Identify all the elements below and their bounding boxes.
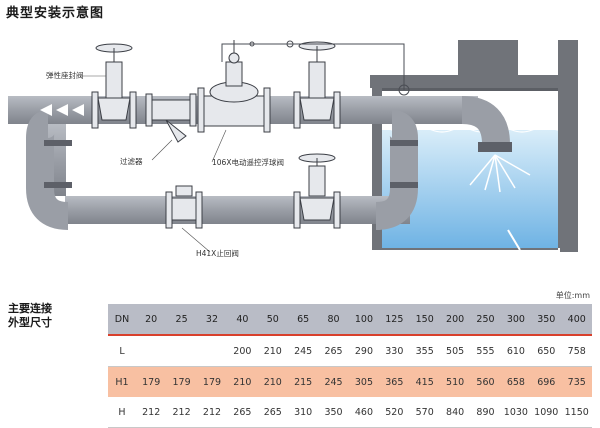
row-label: L xyxy=(108,335,136,367)
table-cell: 400 xyxy=(561,304,592,336)
table-cell: 610 xyxy=(500,335,532,367)
table-cell: 65 xyxy=(287,304,319,336)
table-cell: 415 xyxy=(409,366,440,397)
table-cell: 510 xyxy=(439,366,471,397)
table-cell: 696 xyxy=(531,366,562,397)
table-cell: 210 xyxy=(227,366,258,397)
table-cell: 125 xyxy=(379,304,410,336)
table-cell: 1150 xyxy=(561,397,592,428)
table-cell: 200 xyxy=(227,335,258,367)
table-cell: 365 xyxy=(379,366,410,397)
callout-filter: 过滤器 xyxy=(120,156,143,166)
table-cell: 215 xyxy=(287,366,319,397)
gate-valve-icon xyxy=(91,43,137,129)
side-label-line1: 主要连接 xyxy=(8,302,52,315)
table-cell: 200 xyxy=(439,304,471,336)
table-cell: 350 xyxy=(531,304,562,336)
table-cell: 555 xyxy=(470,335,501,367)
control-line xyxy=(221,40,410,96)
table-cell: 310 xyxy=(287,397,319,428)
callout-check-valve: H41X止回阀 xyxy=(196,248,239,258)
table-cell: 210 xyxy=(257,335,288,367)
row-label: H xyxy=(108,397,136,428)
table-cell: 355 xyxy=(409,335,440,367)
installation-diagram: 弹性座封阀 过滤器 106X电动遥控浮球阀 H41X止回阀 xyxy=(8,40,578,258)
table-cell: 1030 xyxy=(500,397,532,428)
table-cell: 658 xyxy=(500,366,532,397)
table-cell: 150 xyxy=(409,304,440,336)
filter-icon xyxy=(145,93,197,143)
table-cell: 560 xyxy=(470,366,501,397)
page-title: 典型安装示意图 xyxy=(6,6,105,21)
table-cell: 179 xyxy=(196,366,228,397)
table-cell: 460 xyxy=(348,397,380,428)
row-label: H1 xyxy=(108,366,136,397)
table-cell: 25 xyxy=(166,304,197,336)
table-cell: 330 xyxy=(379,335,410,367)
unit-label: 单位:mm xyxy=(555,291,590,300)
table-cell: 40 xyxy=(227,304,258,336)
table-cell: 650 xyxy=(531,335,562,367)
callout-float-valve: 106X电动遥控浮球阀 xyxy=(212,157,284,167)
table-cell: 840 xyxy=(439,397,471,428)
table-cell: 265 xyxy=(318,335,349,367)
side-label-line2: 外型尺寸 xyxy=(8,316,52,329)
check-valve-icon xyxy=(165,185,203,229)
table-cell: 265 xyxy=(227,397,258,428)
row-label: DN xyxy=(108,304,136,336)
table-cell: 179 xyxy=(136,366,167,397)
table-cell: 735 xyxy=(561,366,592,397)
callout-gate-valve: 弹性座封阀 xyxy=(46,70,84,80)
table-cell: 80 xyxy=(318,304,349,336)
table-cell: 505 xyxy=(439,335,471,367)
table-cell: 20 xyxy=(136,304,167,336)
table-cell: 210 xyxy=(257,366,288,397)
table-cell: 50 xyxy=(257,304,288,336)
table-cell: 758 xyxy=(561,335,592,367)
table-cell: 290 xyxy=(348,335,380,367)
table-cell: 179 xyxy=(166,366,197,397)
table-cell: 212 xyxy=(136,397,167,428)
table-cell: 250 xyxy=(470,304,501,336)
table-cell: 300 xyxy=(500,304,532,336)
table-cell: 570 xyxy=(409,397,440,428)
flow-arrow-icon xyxy=(40,104,84,116)
water-spray xyxy=(469,154,531,193)
table-cell: 265 xyxy=(257,397,288,428)
table-cell: 1090 xyxy=(531,397,562,428)
table-cell xyxy=(166,335,197,367)
table-cell xyxy=(136,335,167,367)
table-cell: 245 xyxy=(287,335,319,367)
table-cell: 100 xyxy=(348,304,380,336)
table-cell: 350 xyxy=(318,397,349,428)
table-cell: 520 xyxy=(379,397,410,428)
table-cell: 212 xyxy=(166,397,197,428)
table-cell: 890 xyxy=(470,397,501,428)
table-cell: 32 xyxy=(196,304,228,336)
table-cell: 245 xyxy=(318,366,349,397)
gate-valve-bottom-icon xyxy=(293,153,341,229)
float-valve-icon xyxy=(197,40,271,133)
table-cell: 212 xyxy=(196,397,228,428)
table-cell xyxy=(196,335,228,367)
table-cell: 305 xyxy=(348,366,380,397)
